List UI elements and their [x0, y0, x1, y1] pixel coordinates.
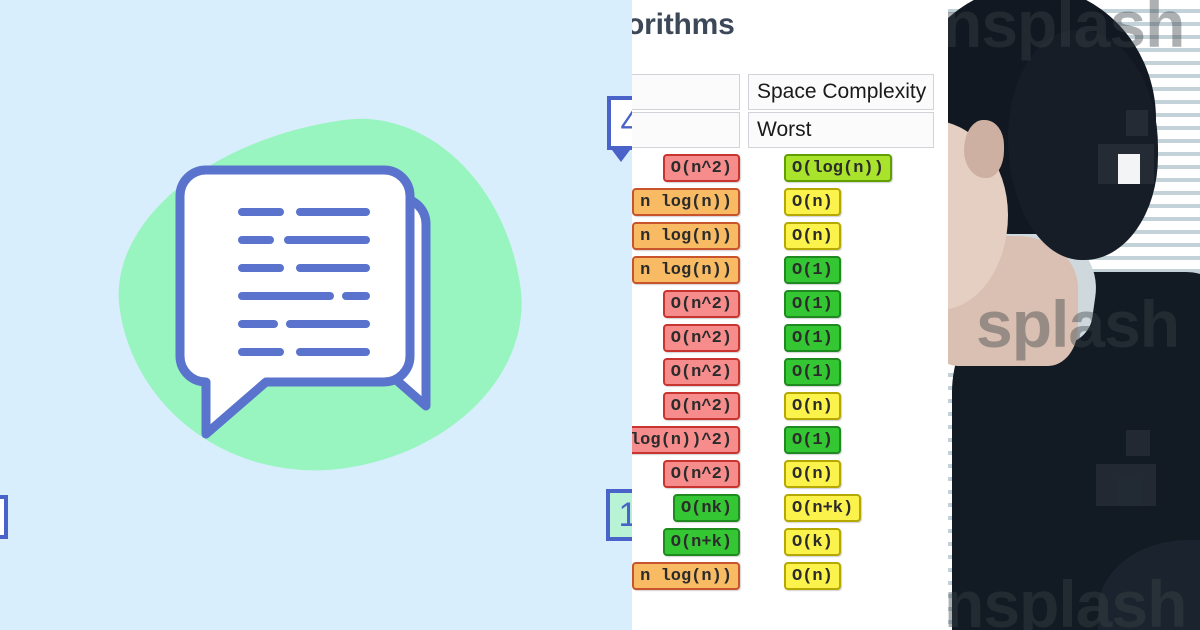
table-row: O(n+k) O(k) [632, 526, 948, 560]
table-row: O(n^2) O(log(n)) [632, 152, 948, 186]
time-complexity-badge: O(n^2) [662, 290, 740, 318]
space-complexity-badge: O(log(n)) [784, 154, 892, 182]
table-row: O(n^2) O(1) [632, 288, 948, 322]
time-complexity-badge: n log(n)) [632, 256, 740, 284]
table-row: n log(n)) O(n) [632, 186, 948, 220]
time-complexity-badge: (log(n))^2) [632, 426, 740, 454]
table-row: (log(n))^2) O(1) [632, 424, 948, 458]
marker-arrow-icon [612, 150, 630, 162]
watermark-logo-icon [1098, 110, 1158, 190]
table-row: O(nk) O(n+k) [632, 492, 948, 526]
time-complexity-badge: O(n^2) [662, 358, 740, 386]
table-row: O(n^2) O(1) [632, 356, 948, 390]
space-complexity-badge: O(n) [784, 392, 841, 420]
table-row: O(n^2) O(n) [632, 458, 948, 492]
document-speech-bubble-icon [175, 165, 431, 439]
header-time-worst: rst [632, 112, 740, 148]
header-space-worst: Worst [748, 112, 934, 148]
space-complexity-badge: O(1) [784, 358, 841, 386]
table-body: O(n^2)O(log(n))n log(n))O(n)n log(n))O(n… [632, 152, 948, 594]
time-complexity-badge: n log(n)) [632, 222, 740, 250]
illustration-panel [0, 0, 632, 630]
time-complexity-badge: n log(n)) [632, 188, 740, 216]
space-complexity-badge: O(n) [784, 562, 841, 590]
hair [1008, 30, 1158, 260]
table-row: n log(n)) O(1) [632, 254, 948, 288]
page-title: orithms [632, 8, 735, 41]
time-complexity-badge: O(nk) [672, 494, 740, 522]
time-complexity-badge: O(n^2) [662, 324, 740, 352]
ear [964, 120, 1004, 178]
time-complexity-badge: n log(n)) [632, 562, 740, 590]
time-complexity-badge: O(n+k) [662, 528, 740, 556]
space-complexity-badge: O(k) [784, 528, 841, 556]
complexity-table-panel: orithms Space Complexity rst Worst O(n^2… [632, 0, 948, 630]
header-space-complexity: Space Complexity [748, 74, 934, 110]
watermark-text: nsplash [948, 0, 1185, 61]
time-complexity-badge: O(n^2) [662, 460, 740, 488]
space-complexity-badge: O(n) [784, 188, 841, 216]
space-complexity-badge: O(1) [784, 426, 841, 454]
watermark-logo-icon [1096, 430, 1160, 514]
header-time-complexity [632, 74, 740, 110]
space-complexity-badge: O(n) [784, 222, 841, 250]
watermark-text: splash [976, 287, 1180, 361]
space-complexity-badge: O(1) [784, 290, 841, 318]
space-complexity-badge: O(n) [784, 460, 841, 488]
table-header-sub-row: rst Worst [632, 112, 934, 148]
edge-marker-partial [0, 495, 8, 539]
table-row: n log(n)) O(n) [632, 560, 948, 594]
table-row: O(n^2) O(n) [632, 390, 948, 424]
table-header-group-row: Space Complexity [632, 74, 934, 110]
photo-panel: nsplash splash nsplash [948, 0, 1200, 630]
space-complexity-badge: O(1) [784, 256, 841, 284]
space-complexity-badge: O(n+k) [784, 494, 862, 522]
space-complexity-badge: O(1) [784, 324, 841, 352]
time-complexity-badge: O(n^2) [662, 392, 740, 420]
watermark-text: nsplash [948, 567, 1187, 630]
table-row: n log(n)) O(n) [632, 220, 948, 254]
time-complexity-badge: O(n^2) [662, 154, 740, 182]
table-row: O(n^2) O(1) [632, 322, 948, 356]
